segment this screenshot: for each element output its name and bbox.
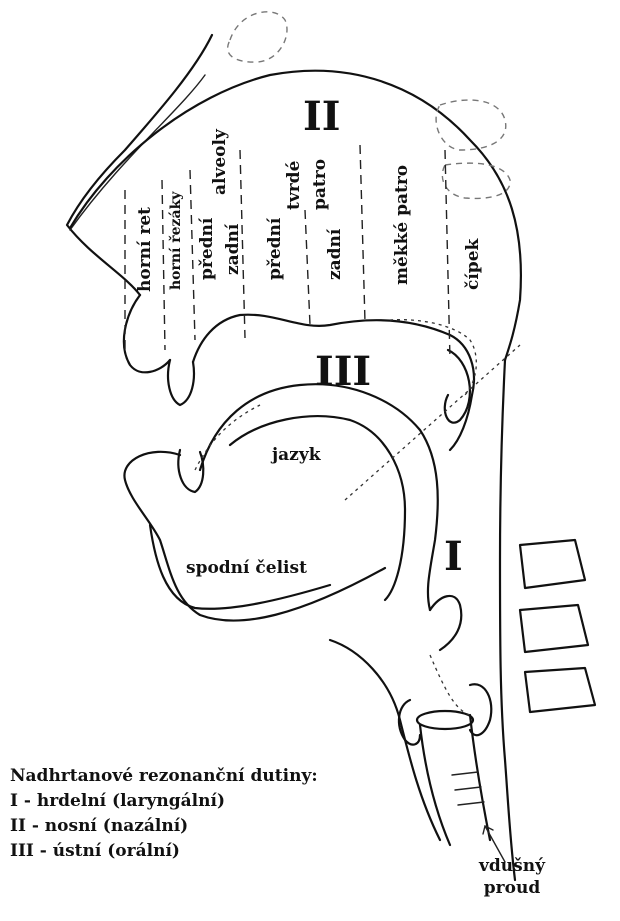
pharynx-boundary bbox=[344, 344, 521, 501]
label-lower-jaw: spodní čelist bbox=[186, 558, 307, 578]
lower-airway-boundary bbox=[194, 404, 261, 471]
lower-lip-outline bbox=[123, 450, 387, 622]
divider-incisors bbox=[161, 179, 166, 351]
airflow-label-line1: vdušný bbox=[479, 856, 545, 876]
legend-item-pharyngeal: I - hrdelní (laryngální) bbox=[10, 791, 225, 811]
region-alveoli: alveoly bbox=[210, 128, 230, 195]
nasal-bone-outline bbox=[227, 11, 288, 63]
vertebra-2 bbox=[518, 603, 590, 654]
palate-line bbox=[191, 313, 476, 452]
airflow-label-line2: proud bbox=[483, 878, 541, 898]
label-tongue: jazyk bbox=[270, 445, 322, 465]
legend-title: Nadhrtanové rezonanční dutiny: bbox=[10, 766, 318, 786]
airflow-arrow-head bbox=[482, 824, 494, 835]
cavity-label-oral: III bbox=[315, 348, 371, 395]
divider-hard-palate bbox=[304, 209, 311, 326]
trachea-ring-3 bbox=[457, 801, 485, 806]
cavity-label-nasal: II bbox=[303, 93, 340, 140]
larynx-ring bbox=[415, 709, 475, 731]
tongue-body-outline bbox=[228, 415, 407, 602]
divider-soft-palate bbox=[359, 144, 366, 323]
larynx-front bbox=[418, 723, 452, 847]
legend-item-oral: III - ústní (orální) bbox=[10, 841, 180, 861]
uvula-outline bbox=[443, 348, 471, 424]
region-back-alveoli: zadní bbox=[223, 223, 243, 275]
region-upper-incisors: horní řezáky bbox=[168, 191, 184, 290]
region-upper-lip: horní ret bbox=[135, 207, 155, 292]
nose-bridge-line bbox=[69, 74, 206, 231]
region-palate-word: patro bbox=[310, 159, 330, 210]
legend-item-nasal: II - nosní (nazální) bbox=[10, 816, 189, 836]
upper-lip-outline bbox=[122, 293, 172, 374]
trachea-ring-1 bbox=[451, 771, 479, 776]
jaw-inner-line bbox=[148, 523, 332, 610]
divider-uvula bbox=[444, 149, 451, 361]
vertebra-upper-2 bbox=[441, 162, 511, 200]
airflow-arrow-shaft bbox=[484, 825, 506, 863]
region-hard-palate: tvrdé bbox=[284, 160, 304, 210]
face-profile-line bbox=[65, 33, 214, 297]
nasal-cavity-roof bbox=[68, 69, 523, 362]
epiglottis-boundary bbox=[429, 654, 471, 716]
pharynx-back-wall bbox=[498, 358, 517, 882]
vertebra-upper-1 bbox=[435, 99, 507, 151]
upper-incisor-outline bbox=[166, 358, 196, 407]
divider-front-alveoli bbox=[189, 169, 196, 341]
region-uvula: čípek bbox=[463, 237, 483, 290]
cavity-label-pharyngeal: I bbox=[444, 533, 463, 580]
epiglottis-outline bbox=[428, 594, 463, 652]
region-soft-palate: měkké patro bbox=[392, 165, 412, 285]
region-front-alveoli: přední bbox=[197, 217, 217, 280]
vertebra-1 bbox=[518, 538, 587, 590]
oral-cavity-boundary bbox=[389, 319, 477, 396]
divider-back-alveoli bbox=[239, 149, 246, 339]
neck-front-line bbox=[328, 638, 442, 842]
vocal-fold-right bbox=[397, 698, 422, 746]
legend: Nadhrtanové rezonanční dutiny: I - hrdel… bbox=[10, 764, 318, 864]
airflow-label: vdušný proud bbox=[462, 855, 562, 899]
tongue-surface bbox=[198, 383, 439, 612]
vocal-fold-left bbox=[468, 683, 493, 737]
trachea-ring-2 bbox=[454, 786, 482, 791]
vertebra-3 bbox=[523, 666, 597, 714]
region-back-hard-palate: zadní bbox=[325, 228, 345, 280]
region-front-hard-palate: přední bbox=[265, 217, 285, 280]
lower-incisor-outline bbox=[177, 448, 205, 494]
